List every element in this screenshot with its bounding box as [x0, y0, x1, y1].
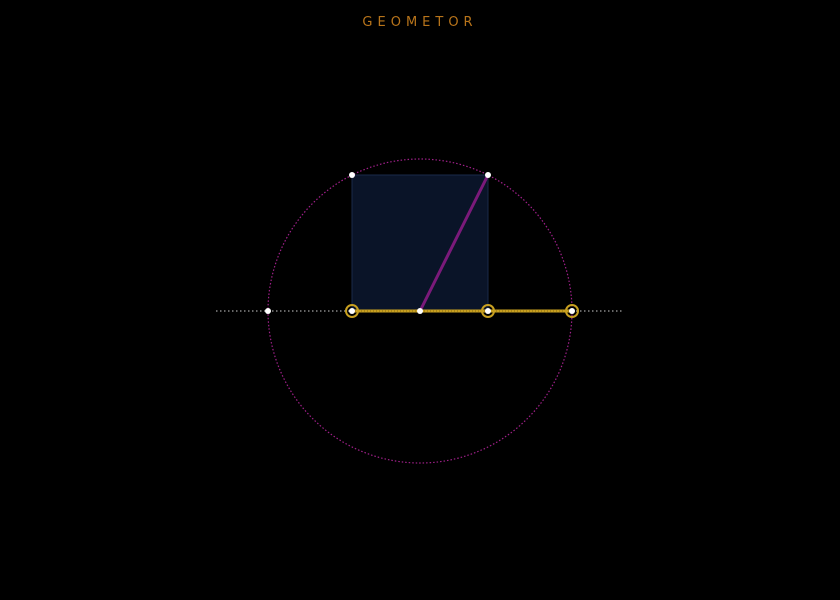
point-icon[interactable]: [485, 308, 491, 314]
point-icon[interactable]: [417, 308, 423, 314]
golden-point-ring-icon[interactable]: [481, 304, 495, 318]
golden-point-ring-icon[interactable]: [345, 304, 359, 318]
square[interactable]: [351, 174, 489, 312]
golden-point-ring-icon[interactable]: [565, 304, 579, 318]
diagonal-segment[interactable]: [418, 174, 490, 312]
point-icon[interactable]: [569, 308, 575, 314]
point-icon[interactable]: [349, 172, 355, 178]
point-icon[interactable]: [265, 308, 271, 314]
point-icon[interactable]: [349, 308, 355, 314]
app-title: GEOMETOR: [362, 15, 478, 30]
point-icon[interactable]: [485, 172, 491, 178]
